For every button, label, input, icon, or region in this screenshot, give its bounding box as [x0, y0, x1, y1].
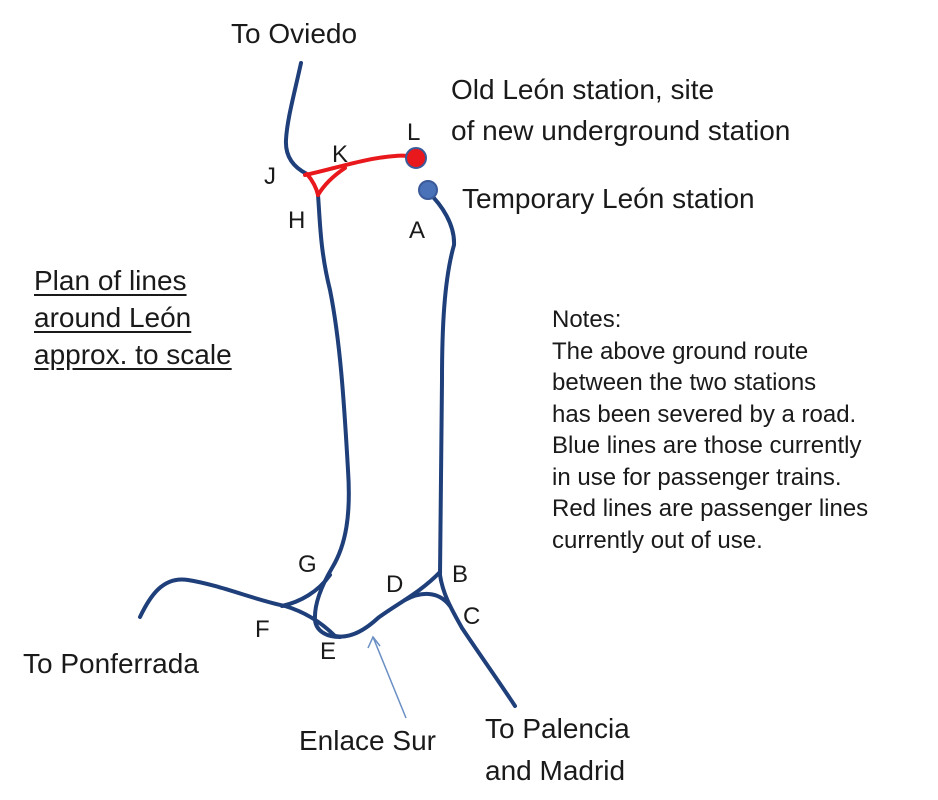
ponferrada-line: [138, 577, 337, 638]
junction-g-label: G: [298, 551, 317, 578]
notes-block: Notes: The above ground route between th…: [552, 304, 868, 556]
enlace-sur-arrow: [367, 635, 407, 719]
junction-j-label: J: [264, 163, 276, 190]
g-f-chord: [280, 573, 332, 608]
junction-f-label: F: [255, 616, 270, 643]
to-madrid-label: and Madrid: [485, 755, 626, 786]
notes-line: Blue lines are those currently: [552, 432, 862, 459]
notes-heading: Notes:: [552, 306, 622, 333]
enlace-sur-line: [333, 570, 442, 639]
junction-d-label: D: [386, 571, 404, 598]
notes-line: between the two stations: [552, 369, 817, 396]
notes-line: in use for passenger trains.: [552, 463, 842, 491]
junction-c-label: C: [463, 603, 481, 630]
to-oviedo-label: To Oviedo: [231, 18, 358, 49]
to-palencia-label: To Palencia: [485, 713, 630, 744]
junction-h-label: H: [288, 207, 306, 234]
old-station-line: [303, 153, 418, 177]
junction-b-label: B: [452, 561, 469, 588]
temporary-station-line: [426, 190, 457, 577]
enlace-sur-label: Enlace Sur: [299, 725, 436, 756]
k-h-chord: [316, 166, 347, 197]
palencia-line: [438, 573, 517, 708]
diagram-title: Plan of lines around León approx. to sca…: [34, 262, 232, 373]
title-line: approx. to scale: [34, 339, 232, 370]
d-c-chord: [403, 592, 452, 608]
j-h-curve: [305, 172, 320, 197]
old-station-label-line1: Old León station, site: [451, 74, 715, 105]
title-line: around León: [34, 302, 192, 333]
title-line: Plan of lines: [34, 265, 187, 296]
to-ponferrada-label: To Ponferrada: [23, 648, 199, 679]
notes-line: Red lines are passenger lines: [552, 495, 869, 522]
notes-line: currently out of use.: [552, 526, 763, 554]
old-leon-station-marker: [405, 147, 427, 169]
junction-k-label: K: [332, 141, 349, 168]
oviedo-line: [283, 61, 309, 176]
temporary-station-label: Temporary León station: [462, 183, 755, 214]
west-main-line: [312, 193, 351, 639]
old-station-label-line2: of new underground station: [451, 115, 791, 146]
junction-l-label: L: [407, 119, 421, 146]
junction-a-label: A: [409, 217, 426, 244]
temporary-leon-station-marker: [418, 180, 438, 200]
notes-line: The above ground route: [552, 337, 809, 365]
notes-line: has been severed by a road.: [552, 400, 857, 428]
junction-e-label: E: [320, 638, 337, 665]
